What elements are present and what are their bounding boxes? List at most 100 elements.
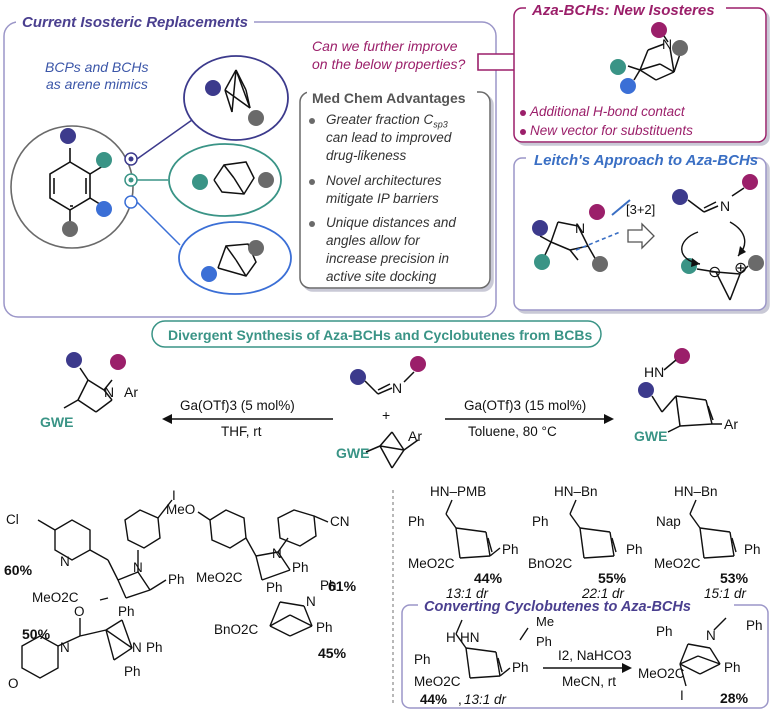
right-condition-2: Toluene, 80 °C xyxy=(468,424,557,439)
cb3-dr: 15:1 dr xyxy=(704,586,747,601)
p50-carbonyl-o: O xyxy=(74,604,85,619)
minus-charge: ⊖ xyxy=(708,264,722,281)
bcb-gwe: GWE xyxy=(336,445,370,461)
leitch-n-atom: N xyxy=(575,220,586,236)
aza-box xyxy=(513,7,767,143)
p45-ester: BnO2C xyxy=(214,622,259,637)
p60-pyr-n: N xyxy=(60,554,70,569)
cb3-amine: HN–Bn xyxy=(674,484,718,499)
arene-ring xyxy=(49,148,104,226)
conv-product-yield: 28% xyxy=(720,690,749,706)
p61-meo: MeO xyxy=(166,502,196,517)
left-n: N xyxy=(104,384,115,400)
conv-ph-2: Ph xyxy=(414,652,431,667)
p45-ph-3: Ph xyxy=(316,620,333,635)
left-condition-1: Ga(OTf)3 (5 mol%) xyxy=(180,398,295,413)
p45-ph-1: Ph xyxy=(266,580,283,595)
cb3-ester: MeO2C xyxy=(654,556,701,571)
right-hn: HN xyxy=(644,364,665,380)
plus-charge: ⊕ xyxy=(734,260,748,277)
p50-yield: 50% xyxy=(22,626,51,642)
bcp-caption-1: BCPs and BCHs xyxy=(45,59,149,75)
p60-yield: 60% xyxy=(4,562,33,578)
p61-ph: Ph xyxy=(292,560,309,575)
arene-circle xyxy=(10,125,134,249)
medchem-item-3-l2: angles allow for xyxy=(326,233,420,248)
conv-p-ph-3: Ph xyxy=(724,660,741,675)
product-60-structure xyxy=(37,499,173,601)
p50-ph-3: Ph xyxy=(124,664,141,679)
conv-reagents-2: MeCN, rt xyxy=(562,674,616,689)
converting-title: Converting Cyclobutenes to Aza-BCHs xyxy=(424,599,691,615)
medchem-item-1-l1: Greater fraction Csp3 xyxy=(326,112,448,130)
conv-ester: MeO2C xyxy=(414,674,461,689)
conv-ph-3: Ph xyxy=(512,660,529,675)
imine-n: N xyxy=(392,380,403,396)
p61-cn: CN xyxy=(330,514,350,529)
conv-sm-dr: 13:1 dr xyxy=(464,692,507,707)
conv-ph-1: Ph xyxy=(536,634,552,649)
p45-yield: 45% xyxy=(318,645,347,661)
question-line-1: Can we further improve xyxy=(312,38,458,54)
cb2-yield: 55% xyxy=(598,570,627,586)
cb1-ester: MeO2C xyxy=(408,556,455,571)
medchem-sub: sp3 xyxy=(433,119,448,130)
conv-p-ph-2: Ph xyxy=(746,618,763,633)
cb3-yield: 53% xyxy=(720,570,749,586)
cycloaddition-label: [3+2] xyxy=(626,202,656,217)
p60-ester: MeO2C xyxy=(32,590,79,605)
p50-morph-n: N xyxy=(60,640,70,655)
bch-teal-ellipse xyxy=(168,143,282,217)
p50-ph-2: Ph xyxy=(146,640,163,655)
right-condition-1: Ga(OTf)3 (15 mol%) xyxy=(464,398,587,413)
cb1-yield: 44% xyxy=(474,570,503,586)
cb1-aryl: Ph xyxy=(408,514,425,529)
left-gwe: GWE xyxy=(40,414,74,430)
product-50-structure xyxy=(21,618,133,679)
arene-teal-dot xyxy=(96,152,112,168)
cb1-sub: Ph xyxy=(502,542,519,557)
conv-sm-yield: 44% xyxy=(420,692,448,707)
cb1-dr: 13:1 dr xyxy=(446,586,489,601)
conv-me: Me xyxy=(536,614,555,629)
cb2-amine: HN–Bn xyxy=(554,484,598,499)
question-line-2: on the below properties? xyxy=(312,56,466,72)
medchem-item-1-l3: drug-likeness xyxy=(326,148,407,163)
p60-n: N xyxy=(133,560,143,575)
cb2-sub: Ph xyxy=(626,542,643,557)
cyclobutene-products xyxy=(445,499,737,559)
conv-p-ester: MeO2C xyxy=(638,666,685,681)
cb2-ester: BnO2C xyxy=(528,556,573,571)
p45-n: N xyxy=(306,594,316,609)
right-gwe: GWE xyxy=(634,428,668,444)
p45-ph-2: Ph xyxy=(320,578,337,593)
p61-yield: 61% xyxy=(328,578,357,594)
aza-title: Aza-BCHs: New Isosteres xyxy=(532,2,715,19)
cb1-amine: HN–PMB xyxy=(430,484,487,499)
medchem-item-2-l1: Novel architectures xyxy=(326,173,442,188)
left-condition-2: THF, rt xyxy=(221,424,262,439)
imine-n-atom: N xyxy=(720,198,731,214)
right-ar: Ar xyxy=(724,416,738,432)
p60-i: I xyxy=(172,488,176,503)
aza-point-2: New vector for substituents xyxy=(530,123,693,138)
medchem-item-2-l2: mitigate IP barriers xyxy=(326,191,439,206)
conv-p-ph-1: Ph xyxy=(656,624,673,639)
divergent-title: Divergent Synthesis of Aza-BCHs and Cycl… xyxy=(168,327,593,343)
current-title: Current Isosteric Replacements xyxy=(22,14,248,31)
arene-blue-dot xyxy=(96,201,112,217)
p50-ph-1: Ph xyxy=(118,604,135,619)
product-45-structure xyxy=(269,601,313,637)
p61-ester: MeO2C xyxy=(196,570,243,585)
current-title-bg xyxy=(16,8,254,38)
aza-n-atom: N xyxy=(662,36,673,52)
product-61-structure xyxy=(197,509,329,581)
plus-sign: + xyxy=(382,407,391,423)
conv-p-n: N xyxy=(706,628,716,643)
cb3-aryl: Nap xyxy=(656,514,681,529)
medchem-item-1-l2: can lead to improved xyxy=(326,130,452,145)
cb2-dr: 22:1 dr xyxy=(582,586,625,601)
bcb-ar: Ar xyxy=(408,428,422,444)
arene-navy-dot xyxy=(60,128,76,144)
